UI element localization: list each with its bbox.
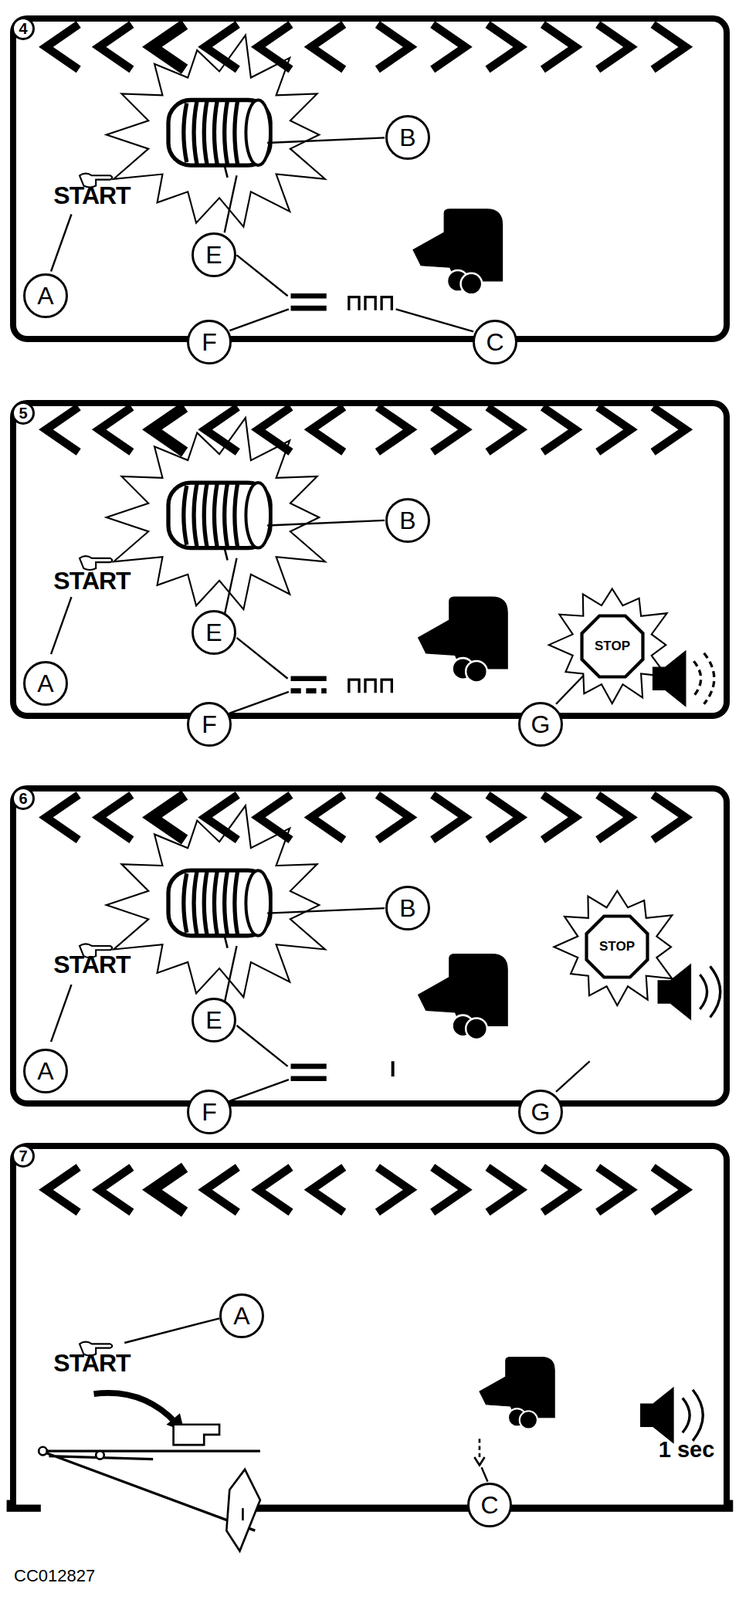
callout-text: F (201, 329, 217, 355)
callout-letter: G (518, 701, 563, 747)
callout-text: F (201, 1099, 217, 1125)
callout-letter: B (385, 115, 431, 160)
screen-number: 7 (11, 1144, 35, 1168)
callout-letter: A (23, 1048, 68, 1094)
start-text: START (53, 182, 130, 210)
start-text: START (53, 1349, 130, 1377)
display-screen: 4BAEFC (10, 15, 730, 343)
stop-text: STOP (599, 939, 635, 955)
callout-letter: E (191, 997, 237, 1043)
callout-text: B (399, 508, 416, 533)
callout-letter: E (191, 610, 237, 655)
callout-text: C (485, 329, 504, 355)
callout-letter: A (23, 661, 68, 706)
callout-text: A (37, 671, 54, 696)
screen-number: 4 (11, 16, 35, 41)
display-screen: 5BAESTOPFG (10, 400, 730, 719)
callout-letter: A (219, 1293, 265, 1339)
display-screen: 6BAESTOPFG (10, 785, 730, 1107)
callout-text: A (37, 283, 54, 309)
callout-text: E (205, 1007, 222, 1033)
screen-number: 5 (11, 401, 35, 425)
callout-text: E (205, 620, 222, 645)
callout-letter: F (186, 319, 232, 365)
callout-letter: F (186, 1089, 232, 1135)
callout-letter: B (385, 885, 431, 931)
callout-text: A (37, 1058, 54, 1084)
callout-text: G (531, 1099, 551, 1125)
callout-text: F (201, 711, 217, 737)
display-screen: 7AC (10, 1142, 730, 1511)
callout-text: G (531, 711, 551, 737)
callout-text: B (399, 895, 416, 921)
callout-text: E (205, 242, 222, 268)
duration-text: 1 sec (658, 1437, 716, 1463)
callout-letter: C (472, 319, 518, 365)
callout-text: C (480, 1492, 499, 1518)
callout-letter: C (467, 1482, 512, 1528)
start-text: START (53, 567, 130, 595)
stop-sign: STOP (579, 613, 645, 679)
callout-letter: B (385, 498, 431, 543)
callout-text: B (399, 125, 416, 150)
callout-letter: G (518, 1089, 563, 1135)
figure-id: CC012827 (13, 1566, 95, 1586)
callout-letter: A (23, 273, 68, 319)
screen-number: 6 (11, 786, 35, 811)
start-text: START (53, 951, 130, 979)
callout-letter: F (186, 701, 232, 747)
stop-text: STOP (594, 638, 631, 655)
callout-text: A (233, 1303, 250, 1329)
stop-sign: STOP (584, 914, 650, 980)
callout-letter: E (191, 232, 237, 278)
